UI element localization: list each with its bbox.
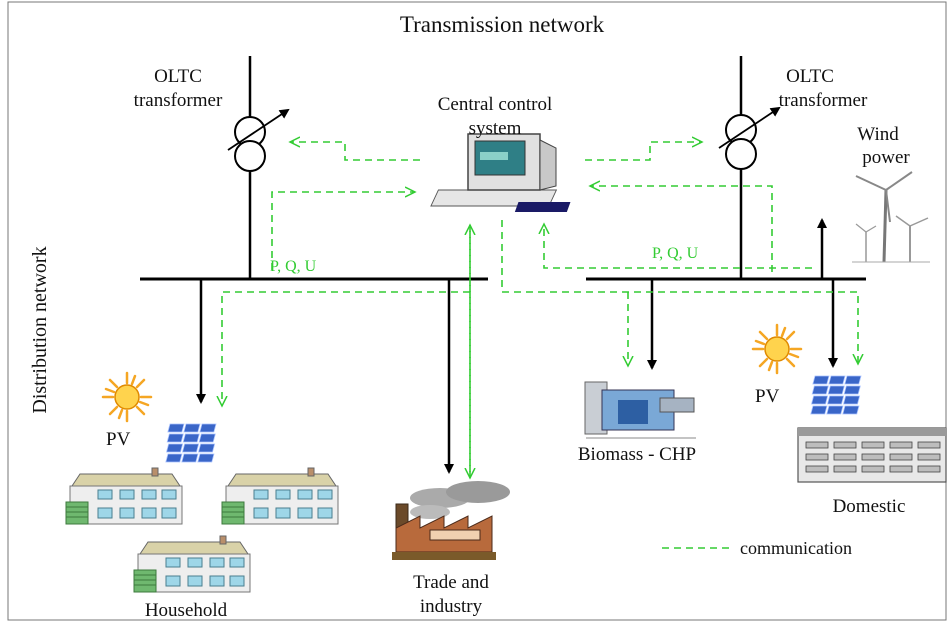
pqu-right-label: P, Q, U xyxy=(652,245,699,262)
left-oltc-transformer xyxy=(227,56,290,278)
biomass-label: Biomass - CHP xyxy=(578,444,696,465)
diagram-title: Transmission network xyxy=(400,12,605,37)
legend-communication-label: communication xyxy=(740,538,852,558)
right-transformer-label-line1: OLTC xyxy=(786,66,834,87)
power-flow-arrows xyxy=(196,218,838,474)
left-transformer-label-line2: transformer xyxy=(134,90,223,111)
legend: communication xyxy=(662,538,852,558)
trade-industry-label-line1: Trade and xyxy=(413,572,489,593)
control-system-label-line1: Central control xyxy=(438,94,553,115)
control-system-label-line2: system xyxy=(469,118,522,139)
factory-icon xyxy=(392,481,510,560)
house-icon xyxy=(65,467,183,525)
trade-industry-label-line2: industry xyxy=(420,596,483,617)
household-label: Household xyxy=(145,600,228,621)
sun-icon xyxy=(751,323,803,375)
pv-left-label: PV xyxy=(106,429,131,450)
house-icon xyxy=(133,535,251,593)
right-transformer-label-line2: transformer xyxy=(779,90,868,111)
wind-power-label-line1: Wind xyxy=(857,124,899,145)
biomass-chp-icon xyxy=(584,381,696,439)
solar-panel-icon xyxy=(165,423,217,463)
solar-panel-icon xyxy=(810,375,862,415)
right-oltc-transformer xyxy=(718,56,781,278)
house-icon xyxy=(221,467,339,525)
wind-turbine-icon xyxy=(852,171,930,263)
distribution-network-label: Distribution network xyxy=(29,246,51,413)
domestic-building-icon xyxy=(797,427,947,483)
communication-lines xyxy=(222,142,858,478)
left-transformer-label-line1: OLTC xyxy=(154,66,202,87)
sun-icon xyxy=(101,371,153,423)
pqu-left-label: P, Q, U xyxy=(270,258,317,275)
pv-right-label: PV xyxy=(755,386,780,407)
diagram-frame xyxy=(7,1,947,621)
computer-icon xyxy=(430,133,571,212)
domestic-label: Domestic xyxy=(833,496,906,517)
wind-power-label-line2: power xyxy=(862,147,910,168)
